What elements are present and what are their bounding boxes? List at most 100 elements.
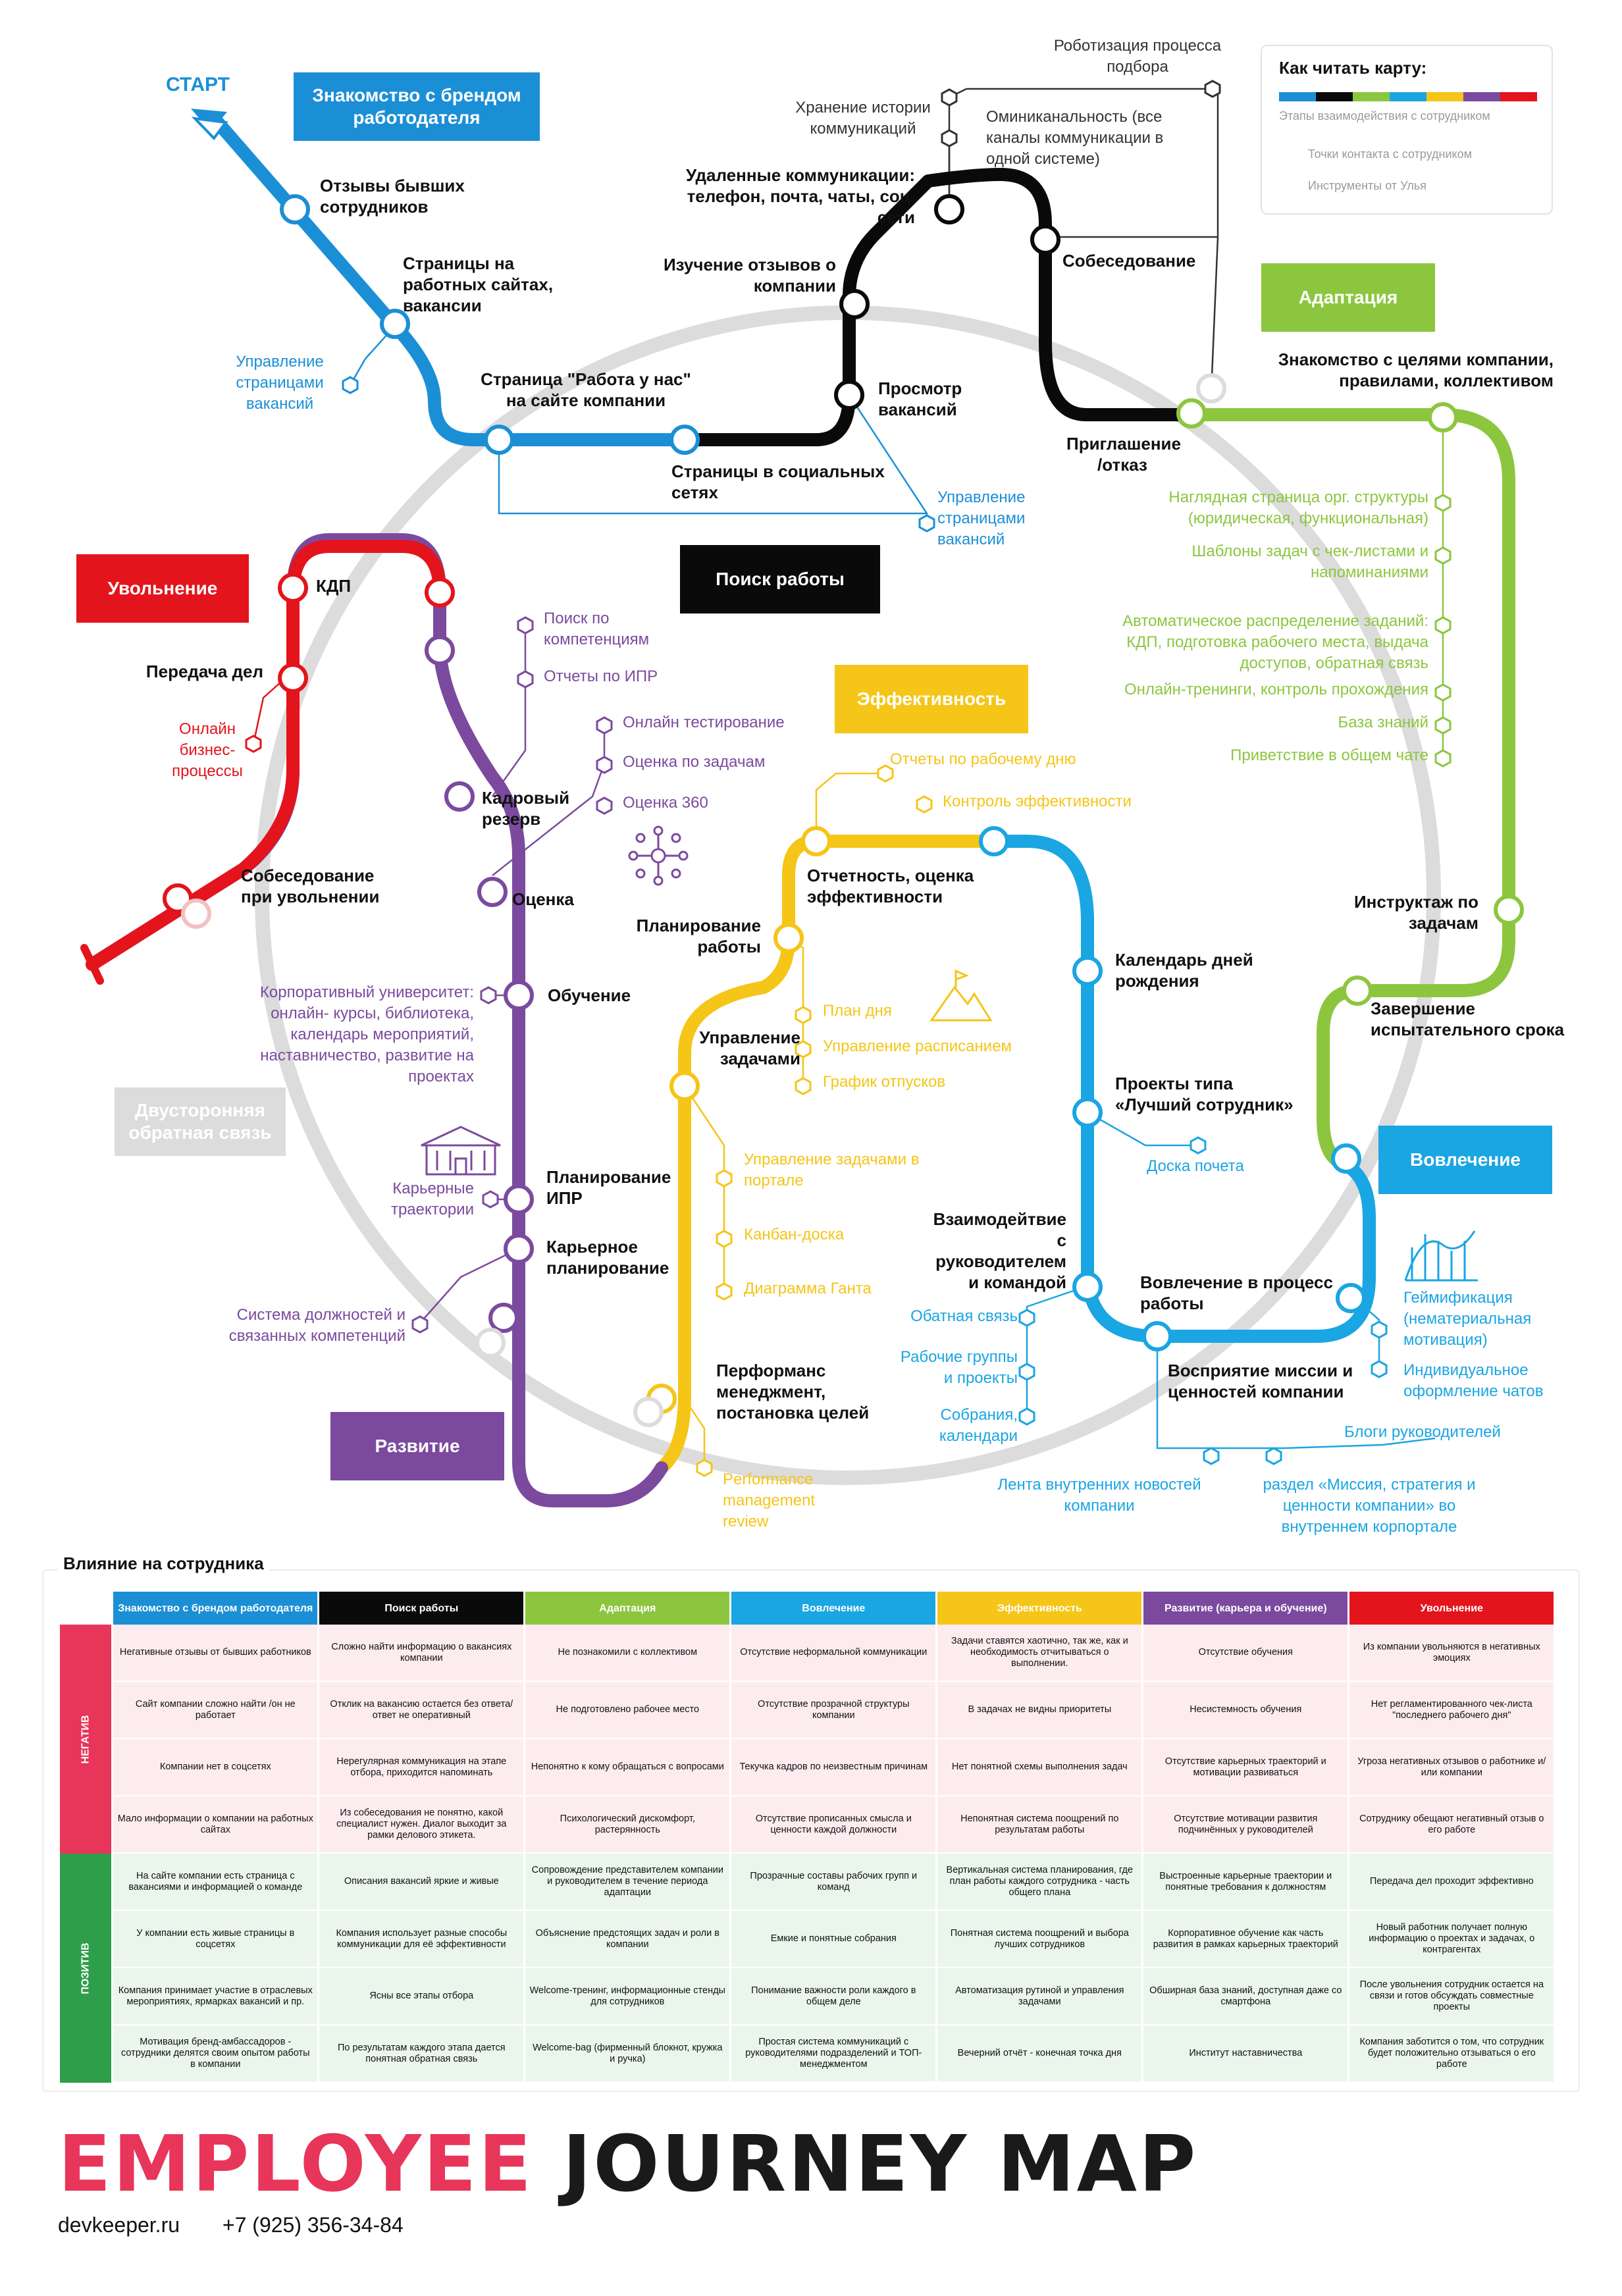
tool-hexagons xyxy=(245,80,1452,1477)
station-training: Обучение xyxy=(548,985,631,1005)
table-cell: Отсутствие обучения xyxy=(1143,1625,1348,1682)
table-row: У компании есть живые страницы в соцсетя… xyxy=(60,1911,1554,1968)
badge-adaptation: Адаптация xyxy=(1261,263,1435,332)
table-row: Сайт компании сложно найти /он не работа… xyxy=(60,1682,1554,1739)
table-cell: Вертикальная система планирования, где п… xyxy=(937,1854,1142,1911)
station-exit-interview: Собеседование при увольнении xyxy=(241,866,380,906)
footer-site[interactable]: devkeeper.ru xyxy=(58,2213,180,2237)
footer: devkeeper.ru +7 (925) 356-34-84 xyxy=(58,2213,440,2237)
station-interview: Собеседование xyxy=(1062,251,1196,271)
table-cell: Мотивация бренд-амбассадоров - сотрудник… xyxy=(113,2025,318,2083)
table-header-6: Увольнение xyxy=(1349,1592,1554,1625)
station-mission: Восприятие миссии и ценностей компании xyxy=(1168,1361,1353,1401)
table-cell: Отсутствие прописанных смысла и ценности… xyxy=(731,1796,936,1854)
table-cell: Отсутствие мотивации развития подчинённы… xyxy=(1143,1796,1348,1854)
legend-tools: Инструменты от Улья xyxy=(1308,179,1426,192)
badge-engagement: Вовлечение xyxy=(1378,1126,1552,1194)
tool-online-training: Онлайн-тренинги, контроль прохождения xyxy=(1124,681,1428,698)
tool-feedback: Обатная связь xyxy=(910,1307,1018,1325)
stations xyxy=(278,194,1524,1351)
table-cell: Сайт компании сложно найти /он не работа… xyxy=(113,1682,318,1739)
table-cell: Компания заботится о том, что сотрудник … xyxy=(1349,2025,1554,2083)
legend-title: Как читать карту: xyxy=(1279,58,1427,78)
table-cell: Корпоративное обучение как часть развити… xyxy=(1143,1911,1348,1968)
table-cell: Негативные отзывы от бывших работников xyxy=(113,1625,318,1682)
table-cell: Емкие и понятные собрания xyxy=(731,1911,936,1968)
tool-checklists: Шаблоны задач с чек-листами и напоминани… xyxy=(1191,542,1428,581)
table-cell: Компания принимает участие в отраслевых … xyxy=(113,1968,318,2025)
table-cell: Вечерний отчёт - конечная точка дня xyxy=(937,2025,1142,2083)
badge-efficiency: Эффективность xyxy=(835,665,1028,733)
table-header-1: Поиск работы xyxy=(319,1592,524,1625)
table-cell: Текучка кадров по неизвестным причинам xyxy=(731,1739,936,1796)
legend: Как читать карту: Этапы взаимодействия с… xyxy=(1261,45,1553,215)
tool-leader-blogs: Блоги руководителей xyxy=(1344,1423,1501,1441)
table-cell: Компании нет в соцсетях xyxy=(113,1739,318,1796)
table-cell: Сложно найти информацию о вакансиях комп… xyxy=(319,1625,524,1682)
table-header-5: Развитие (карьера и обучение) xyxy=(1143,1592,1348,1625)
side-label-positive: ПОЗИТИВ xyxy=(60,1854,112,2083)
network-icon xyxy=(628,825,689,886)
badge-job-search: Поиск работы xyxy=(680,545,880,613)
table-cell: Угроза негативных отзывов о работнике и/… xyxy=(1349,1739,1554,1796)
station-job-sites: Страницы на работных сайтах, вакансии xyxy=(403,253,554,315)
table-header-3: Вовлечение xyxy=(731,1592,936,1625)
university-building-icon xyxy=(421,1126,501,1176)
table-cell: Ясны все этапы отбора xyxy=(319,1968,524,2025)
line-efficiency xyxy=(655,835,994,1474)
table-row: Компания принимает участие в отраслевых … xyxy=(60,1968,1554,2025)
station-work-page: Страница "Работа у нас" на сайте компани… xyxy=(481,369,691,410)
table-cell: Не подготовлено рабочее место xyxy=(525,1682,730,1739)
tool-kanban: Канбан-доска xyxy=(744,1226,845,1243)
tool-corp-university: Корпоративный университет: онлайн- курсы… xyxy=(259,983,474,1085)
line-adaptation xyxy=(1185,408,1515,1172)
page-title: EMPLOYEE JOURNEY MAP xyxy=(58,2118,1197,2209)
station-interaction: Взаимодейтвие с руководителем и командой xyxy=(933,1209,1066,1292)
table-cell: Welcome-тренинг, информационные стенды д… xyxy=(525,1968,730,2025)
tool-task-assessment: Оценка по задачам xyxy=(623,753,766,771)
table-cell: Непонятно к кому обращаться с вопросами xyxy=(525,1739,730,1796)
badge-feedback: Двусторонняя обратная связь xyxy=(115,1087,286,1156)
table-cell: Новый работник получает полную информаци… xyxy=(1349,1911,1554,1968)
tool-vacancy-pages-right: Управление страницами вакансий xyxy=(937,488,1026,548)
table-cell: Отсутствие карьерных траекторий и мотива… xyxy=(1143,1739,1348,1796)
station-involvement: Вовлечение в процесс работы xyxy=(1140,1272,1333,1313)
tool-efficiency-control: Контроль эффективности xyxy=(943,793,1132,810)
interchanges xyxy=(163,373,1226,1427)
station-invitation: Приглашение /отказ xyxy=(1066,434,1181,475)
station-handover: Передача дел xyxy=(145,662,263,681)
tool-chat-design: Индивидуальное оформление чатов xyxy=(1403,1361,1544,1400)
badge-development: Развитие xyxy=(330,1412,504,1480)
footer-phone[interactable]: +7 (925) 356-34-84 xyxy=(222,2213,404,2237)
table-header-0: Знакомство с брендом работодателя xyxy=(113,1592,318,1625)
tool-meetings: Собрания, календари xyxy=(939,1406,1018,1445)
table-cell: У компании есть живые страницы в соцсетя… xyxy=(113,1911,318,1968)
station-briefing: Инструктаж по задачам xyxy=(1353,892,1478,933)
side-label-negative: НЕГАТИВ xyxy=(60,1625,112,1854)
station-talent-pool: Кадровый резерв xyxy=(482,788,570,829)
journey-map xyxy=(80,80,1524,1507)
table-cell: Отсутствие прозрачной структуры компании xyxy=(731,1682,936,1739)
table-cell: Обширная база знаний, доступная даже со … xyxy=(1143,1968,1348,2025)
table-cell: Из собеседования не понятно, какой специ… xyxy=(319,1796,524,1854)
tool-schedule-mgmt: Управление расписанием xyxy=(823,1037,1012,1055)
tool-history: Хранение истории коммуникаций xyxy=(795,99,931,138)
station-kdp: КДП xyxy=(316,576,352,596)
station-performance: Перформанс менеджмент, постановка целей xyxy=(716,1361,870,1422)
table-row: Мало информации о компании на работных с… xyxy=(60,1796,1554,1854)
tool-ipr-reports: Отчеты по ИПР xyxy=(544,667,658,685)
station-former-reviews: Отзывы бывших сотрудников xyxy=(320,176,465,217)
table-cell: На сайте компании есть страница с ваканс… xyxy=(113,1854,318,1911)
tool-work-day-reports: Отчеты по рабочему дню xyxy=(890,750,1076,768)
table-cell: В задачах не видны приоритеты xyxy=(937,1682,1142,1739)
table-cell: Несистемность обучения xyxy=(1143,1682,1348,1739)
table-cell: Простая система коммуникаций с руководит… xyxy=(731,2025,936,2083)
table-cell: Welcome-bag (фирменный блокнот, кружка и… xyxy=(525,2025,730,2083)
start-arrow-icon xyxy=(191,109,228,141)
table-cell: Прозрачные составы рабочих групп и коман… xyxy=(731,1854,936,1911)
legend-stages: Этапы взаимодействия с сотрудником xyxy=(1279,109,1490,122)
station-reporting: Отчетность, оценка эффективности xyxy=(807,866,974,906)
tool-online-test: Онлайн тестирование xyxy=(623,714,785,731)
